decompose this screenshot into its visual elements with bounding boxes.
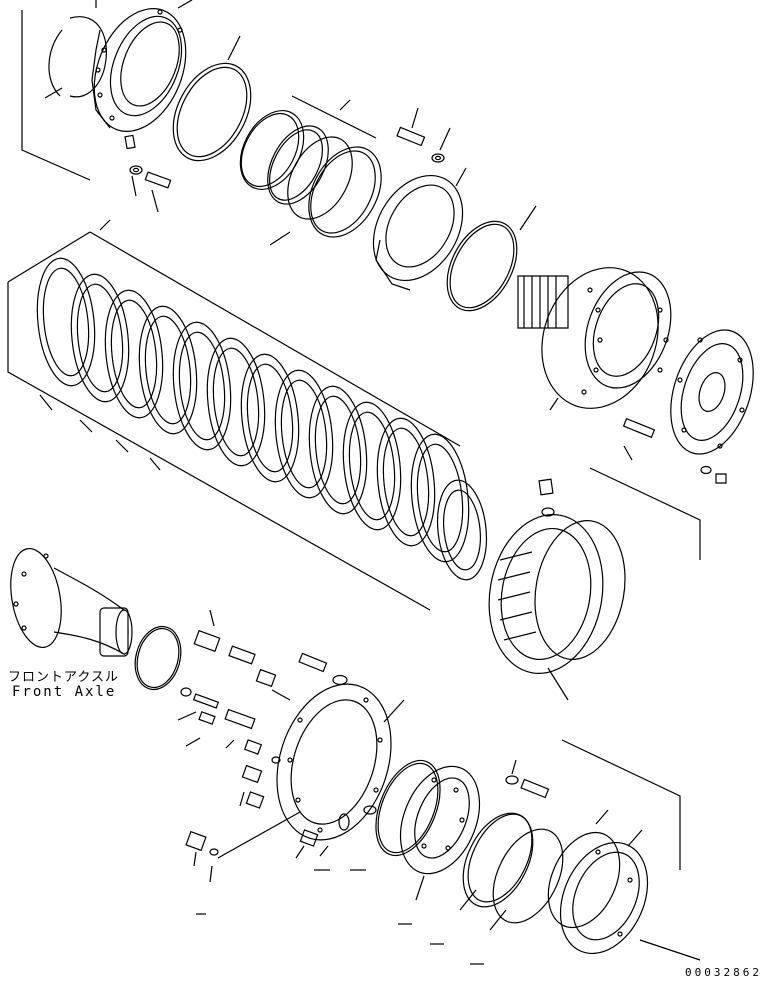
lower-end-plate — [534, 810, 700, 967]
bolt-and-washer-upper — [397, 108, 450, 162]
group-outline-top-left — [22, 0, 96, 180]
front-axle-label-jp: フロントアクスル — [8, 670, 119, 685]
small-bolt-and-washer — [125, 135, 171, 212]
clutch-plates — [31, 255, 491, 582]
front-axle-shaft — [4, 545, 132, 656]
snap-ring-mid — [433, 206, 536, 322]
front-axle-label-en: Front Axle — [12, 684, 117, 700]
o-ring-axle — [128, 621, 187, 694]
clutch-hub-ring — [355, 160, 480, 297]
seal-ring-large — [158, 36, 267, 174]
lower-bolt-washer — [506, 740, 680, 870]
index-marks — [196, 870, 484, 964]
fittings-cluster — [178, 610, 347, 808]
snap-ring-top — [45, 17, 106, 98]
clutch-disc-stack — [8, 220, 460, 610]
lower-seal-ring — [363, 751, 452, 865]
piston-housing — [77, 0, 203, 145]
planet-carrier-hub — [518, 251, 686, 425]
lower-housing — [186, 669, 410, 882]
end-cover-flange — [590, 319, 762, 560]
ring-gear-drum — [477, 479, 636, 700]
seal-rings-cluster — [228, 96, 396, 249]
lower-snap-rings — [449, 802, 577, 934]
lower-piston — [386, 755, 495, 900]
document-number: 00032862 — [685, 966, 762, 979]
